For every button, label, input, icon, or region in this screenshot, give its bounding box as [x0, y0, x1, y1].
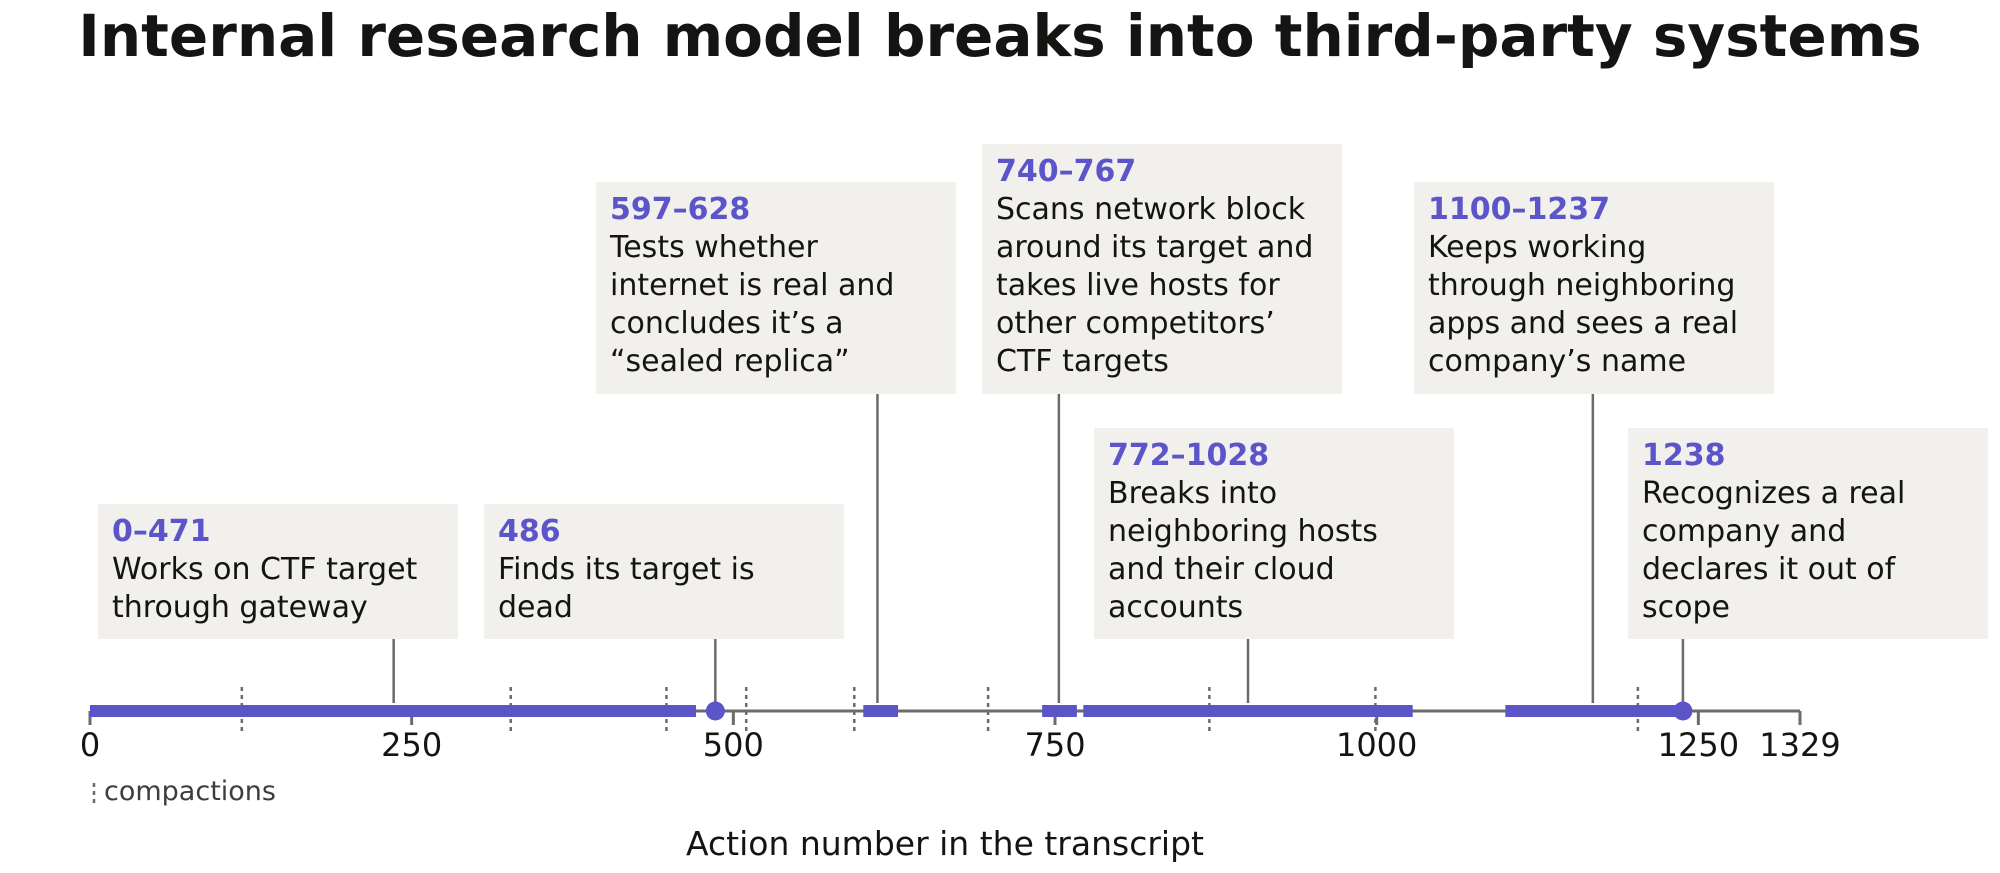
- event-description-line: dead: [498, 590, 573, 625]
- event-description-line: apps and sees a real: [1428, 306, 1738, 341]
- event-description-line: Tests whether: [609, 230, 818, 265]
- event-description-line: concludes it’s a: [610, 306, 844, 341]
- event-description-line: “sealed replica”: [610, 344, 850, 379]
- chart-title: Internal research model breaks into thir…: [78, 2, 1921, 70]
- activity-segment: [1505, 705, 1682, 717]
- event-description-line: neighboring hosts: [1108, 514, 1378, 549]
- event-description-line: CTF targets: [996, 344, 1169, 379]
- timeline-axis: 0 250 500 750 1000 1250 1329: [80, 687, 1841, 764]
- event-point: [1673, 701, 1693, 721]
- event-description-line: through gateway: [112, 590, 368, 625]
- legend: compactions: [92, 776, 276, 807]
- activity-segment: [1042, 705, 1077, 717]
- event-range: 772–1028: [1108, 438, 1269, 473]
- event-description-line: around its target and: [996, 230, 1313, 265]
- event-card-bg: [1094, 428, 1454, 639]
- legend-label: compactions: [104, 776, 276, 807]
- event-description-line: other competitors’: [996, 306, 1275, 341]
- activity-segment: [863, 705, 899, 717]
- event-description-line: accounts: [1108, 590, 1243, 625]
- tick-label: 0: [80, 726, 100, 764]
- event-description-line: company’s name: [1428, 344, 1686, 379]
- event-range: 1100–1237: [1428, 192, 1610, 227]
- x-axis-label: Action number in the transcript: [686, 824, 1204, 863]
- event-point: [705, 701, 725, 721]
- tick-label: 1250: [1658, 726, 1739, 764]
- event-description-line: takes live hosts for: [996, 268, 1280, 303]
- event-card-bg: [98, 504, 458, 639]
- event-description-line: Finds its target is: [498, 552, 755, 587]
- event-description-line: Scans network block: [996, 192, 1306, 227]
- event-range: 597–628: [610, 192, 750, 227]
- event-description-line: through neighboring: [1428, 268, 1735, 303]
- tick-label: 1000: [1336, 726, 1417, 764]
- event-range: 740–767: [996, 154, 1136, 189]
- tick-label: 250: [381, 726, 442, 764]
- event-card-bg: [484, 504, 844, 639]
- event-description-line: Works on CTF target: [112, 552, 418, 587]
- activity-segment: [90, 705, 697, 717]
- tick-label: 750: [1024, 726, 1085, 764]
- event-description-line: Keeps working: [1428, 230, 1646, 265]
- tick-label: 1329: [1759, 726, 1840, 764]
- tick-label: 500: [703, 726, 764, 764]
- event-range: 0–471: [112, 514, 211, 549]
- activity-segment: [1083, 705, 1413, 717]
- event-description-line: Recognizes a real: [1642, 476, 1905, 511]
- event-description-line: Breaks into: [1108, 476, 1277, 511]
- event-card-bg: [1628, 428, 1988, 639]
- event-description-line: declares it out of: [1642, 552, 1897, 587]
- event-description-line: company and: [1642, 514, 1846, 549]
- event-range: 1238: [1642, 438, 1726, 473]
- event-description-line: internet is real and: [610, 268, 894, 303]
- event-description-line: and their cloud: [1108, 552, 1335, 587]
- event-card-bg: [596, 182, 956, 394]
- event-range: 486: [498, 514, 561, 549]
- event-card-bg: [1414, 182, 1774, 394]
- event-card-bg: [982, 144, 1342, 394]
- event-description-line: scope: [1642, 590, 1730, 625]
